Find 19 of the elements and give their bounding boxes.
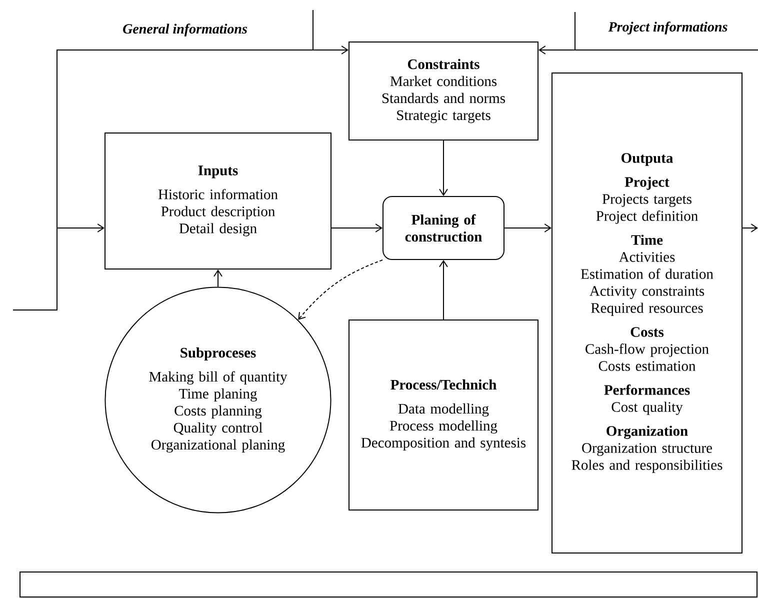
arrow: [439, 140, 448, 196]
section-heading: Project informations: [608, 22, 728, 34]
section-heading: General informations: [123, 24, 247, 36]
arrow: [214, 270, 222, 288]
arrow: [504, 224, 552, 232]
text-box: Outputa Project Projects targets Project definition Time Activities Estimation of duration Activity constraints Required resources Costs Cash-flow projection Costs estimation Performances Cost quality Organization Organization structure Roles and responsibilities: [552, 72, 742, 554]
rounded-box: Planing of construction: [382, 196, 504, 260]
arrow: [538, 46, 758, 54]
arrow: [742, 224, 758, 232]
arrow: [331, 224, 382, 232]
circle-node: Subproceses Making bill of quantity Time planing Costs planning Quality control Organizational planing: [104, 286, 332, 514]
arrow: [12, 46, 348, 310]
text-box: Process/Technich Data modelling Process modelling Decomposition and syntesis: [348, 320, 538, 510]
dashed-arrow: [298, 260, 383, 320]
text-box: Inputs Historic information Product description Detail design: [104, 132, 332, 270]
text-box: Constraints Market conditions Standards and norms Strategic targets: [348, 42, 538, 140]
arrow: [439, 260, 448, 320]
empty-box: [20, 572, 758, 598]
arrow: [56, 224, 104, 232]
